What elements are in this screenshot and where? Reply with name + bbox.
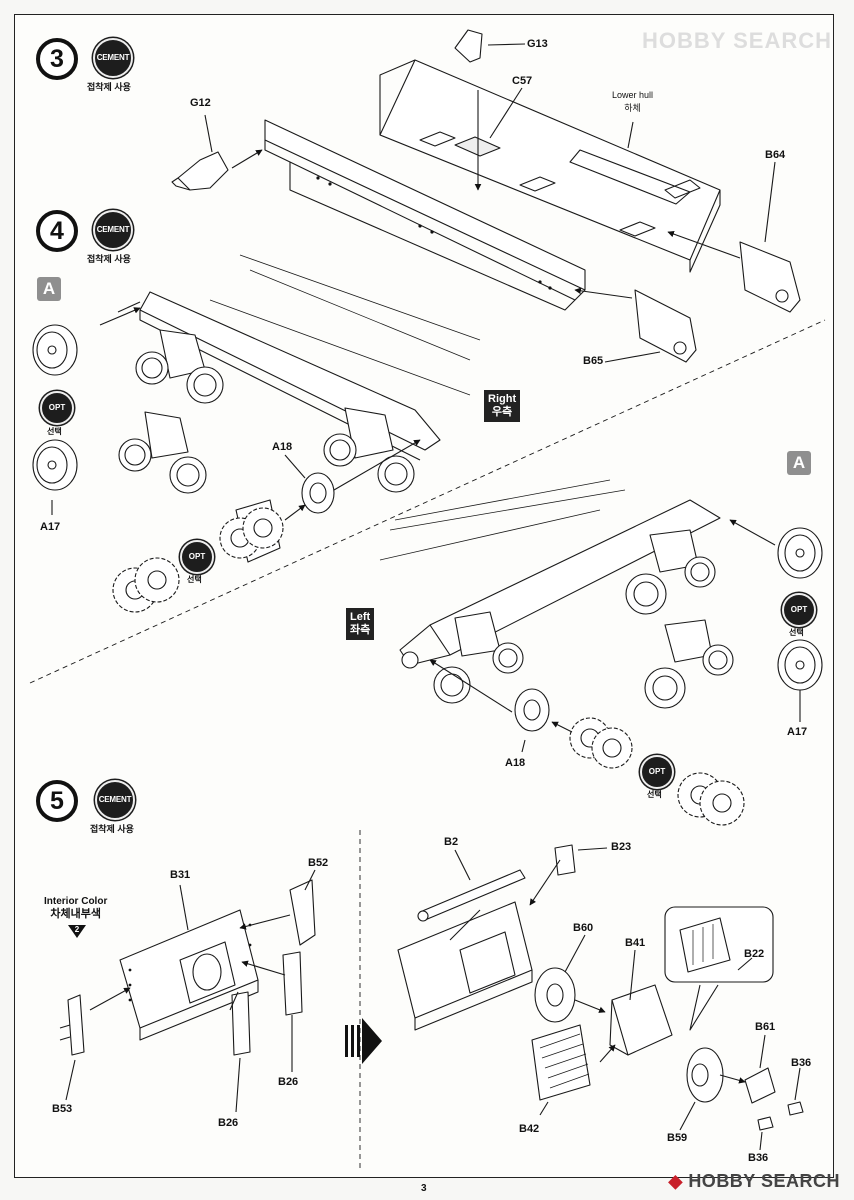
part-label-b41: B41 xyxy=(625,937,646,949)
opt-icon-right-wheel: OPT xyxy=(40,391,74,425)
interior-color-en: Interior Color xyxy=(44,896,108,907)
part-label-a17-left: A17 xyxy=(787,726,808,738)
interior-color-ko: 차체내부색 xyxy=(50,908,101,920)
part-label-c57: C57 xyxy=(512,75,533,87)
paint-reference-number: 2 xyxy=(74,925,80,934)
right-side-label-en: Right xyxy=(488,393,517,405)
opt-note-right-sprocket: 선택 xyxy=(187,575,202,584)
step-5-cement-note: 접착제 사용 xyxy=(90,824,134,834)
part-label-b52: B52 xyxy=(308,857,329,869)
right-suspension-drawing xyxy=(32,254,481,613)
part-label-b60: B60 xyxy=(573,922,594,934)
interior-color-note: Interior Color 차체내부색 xyxy=(44,895,107,921)
hatch-assembly-right-drawing xyxy=(397,844,804,1151)
part-label-b31: B31 xyxy=(170,869,191,881)
step-4-number-icon: 4 xyxy=(36,210,78,252)
part-label-g13: G13 xyxy=(527,38,548,50)
lower-hull-label: Lower hull 하체 xyxy=(612,89,653,115)
opt-note-left-sprocket: 선택 xyxy=(647,790,662,799)
part-label-b26-b: B26 xyxy=(218,1117,239,1129)
part-label-b36-a: B36 xyxy=(791,1057,812,1069)
watermark-bottom: ◆ HOBBY SEARCH xyxy=(668,1172,840,1190)
opt-icon-left-wheel: OPT xyxy=(782,593,816,627)
part-label-g12: G12 xyxy=(190,97,211,109)
part-label-b2: B2 xyxy=(444,836,459,848)
step-3-cement-icon: CEMENT xyxy=(93,38,133,78)
left-side-label: Left 좌측 xyxy=(346,608,375,640)
lower-hull-drawing xyxy=(171,29,801,363)
paint-reference-triangle-icon xyxy=(68,925,86,938)
part-label-a18-right: A18 xyxy=(272,441,293,453)
tag-a-left: A xyxy=(787,451,811,475)
part-label-b64: B64 xyxy=(765,149,786,161)
part-label-b36-b: B36 xyxy=(748,1152,769,1164)
part-label-b59: B59 xyxy=(667,1132,688,1144)
lower-hull-label-ko: 하체 xyxy=(624,103,641,113)
part-label-b65: B65 xyxy=(583,355,604,367)
opt-icon-left-sprocket: OPT xyxy=(640,755,674,789)
next-assembly-arrow-icon xyxy=(345,1018,382,1064)
tag-a-right: A xyxy=(37,277,61,301)
step-5-cement-icon: CEMENT xyxy=(95,780,135,820)
part-label-b26-a: B26 xyxy=(278,1076,299,1088)
opt-note-left-wheel: 선택 xyxy=(789,628,804,637)
step-divider-dashed xyxy=(29,319,826,684)
page-number: 3 xyxy=(421,1183,427,1194)
part-label-a17-right: A17 xyxy=(40,521,61,533)
step-5-number-icon: 5 xyxy=(36,780,78,822)
step-4-cement-note: 접착제 사용 xyxy=(87,254,131,264)
lower-hull-label-en: Lower hull xyxy=(612,90,654,100)
hatch-assembly-left-drawing xyxy=(59,869,316,1113)
right-side-label: Right 우측 xyxy=(484,390,521,422)
brand-logo-icon: ◆ xyxy=(668,1171,683,1191)
left-side-label-ko: 좌측 xyxy=(350,624,371,636)
part-label-b23: B23 xyxy=(611,841,632,853)
part-label-b42: B42 xyxy=(519,1123,540,1135)
step-3-number-icon: 3 xyxy=(36,38,78,80)
part-label-a18-left: A18 xyxy=(505,757,526,769)
step-3-cement-note: 접착제 사용 xyxy=(87,82,131,92)
watermark-top: HOBBY SEARCH xyxy=(641,28,832,53)
opt-note-right-wheel: 선택 xyxy=(47,427,62,436)
right-side-label-ko: 우측 xyxy=(491,406,513,418)
part-label-b53: B53 xyxy=(52,1103,73,1115)
watermark-bottom-text: HOBBY SEARCH xyxy=(688,1171,840,1191)
left-side-label-en: Left xyxy=(350,611,371,623)
opt-icon-right-sprocket: OPT xyxy=(180,540,214,574)
left-suspension-drawing xyxy=(379,479,823,826)
step-4-cement-icon: CEMENT xyxy=(93,210,133,250)
part-label-b61: B61 xyxy=(755,1021,776,1033)
part-label-b22: B22 xyxy=(744,948,765,960)
